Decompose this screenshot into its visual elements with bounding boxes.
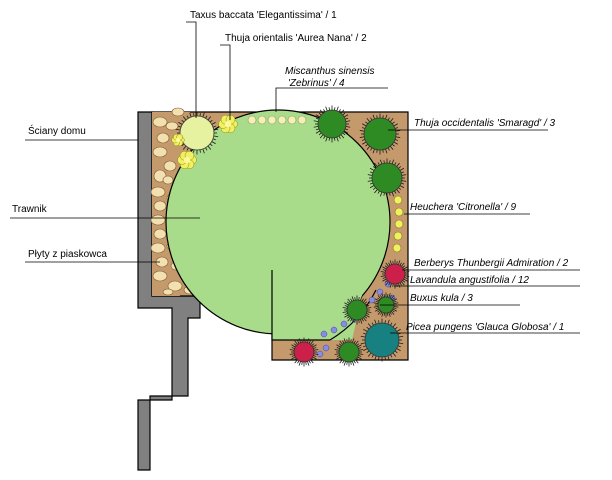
paving-stone <box>150 242 166 254</box>
miscanthus-row <box>247 115 307 125</box>
paving-stone <box>152 116 168 128</box>
buxus-plant <box>334 337 364 367</box>
label-sandstone: Płyty z piaskowca <box>28 249 107 260</box>
paving-stone <box>153 228 167 240</box>
yellow-accent-plant <box>171 133 185 147</box>
thuja-occidentalis-plant <box>367 158 407 198</box>
thuja-occidentalis-plant <box>359 113 401 155</box>
paving-stone <box>152 146 168 158</box>
label-thuja-orientalis: Thuja orientalis 'Aurea Nana' / 2 <box>225 33 367 44</box>
picea-plant <box>360 318 404 362</box>
paving-stone <box>165 121 179 131</box>
paving-stone <box>162 175 174 185</box>
paving-stone <box>153 200 167 212</box>
buxus-plant <box>373 292 399 318</box>
label-thuja-occidentalis: Thuja occidentalis 'Smaragd' / 3 <box>414 118 556 129</box>
heuchera-row <box>392 195 404 253</box>
paving-stone <box>150 214 166 226</box>
leader-lines <box>10 21 580 334</box>
label-miscanthus-line2: 'Zebrinus' / 4 <box>288 78 345 89</box>
paving-stone <box>162 288 174 296</box>
thuja-occidentalis-plant <box>313 105 351 143</box>
lawn <box>165 109 391 341</box>
label-taxus: Taxus baccata 'Elegantissima' / 1 <box>190 10 337 21</box>
paving-stone <box>167 280 183 292</box>
paving-stone <box>156 132 170 144</box>
paving-stone <box>163 160 177 172</box>
buxus-plant <box>342 295 372 325</box>
label-house-walls: Ściany domu <box>28 124 86 137</box>
paving-stone <box>152 270 168 282</box>
label-lawn: Trawnik <box>12 204 48 215</box>
label-lavandula: Lavandula angustifolia / 12 <box>410 275 529 286</box>
label-berberys: Berberys Thunbergii Admiration / 2 <box>414 258 569 269</box>
paving-stone <box>171 107 185 117</box>
berberys-plant <box>289 337 319 367</box>
thuja-orientalis-plant <box>218 114 238 134</box>
label-picea: Picea pungens 'Glauca Globosa' / 1 <box>406 322 564 333</box>
label-buxus: Buxus kula / 3 <box>410 293 473 304</box>
label-heuchera: Heuchera 'Citronella' / 9 <box>410 202 517 213</box>
plants <box>171 105 410 367</box>
thuja-orientalis-plant <box>177 150 197 170</box>
paving-stone <box>150 186 166 198</box>
label-miscanthus-line1: Miscanthus sinensis <box>285 66 374 77</box>
